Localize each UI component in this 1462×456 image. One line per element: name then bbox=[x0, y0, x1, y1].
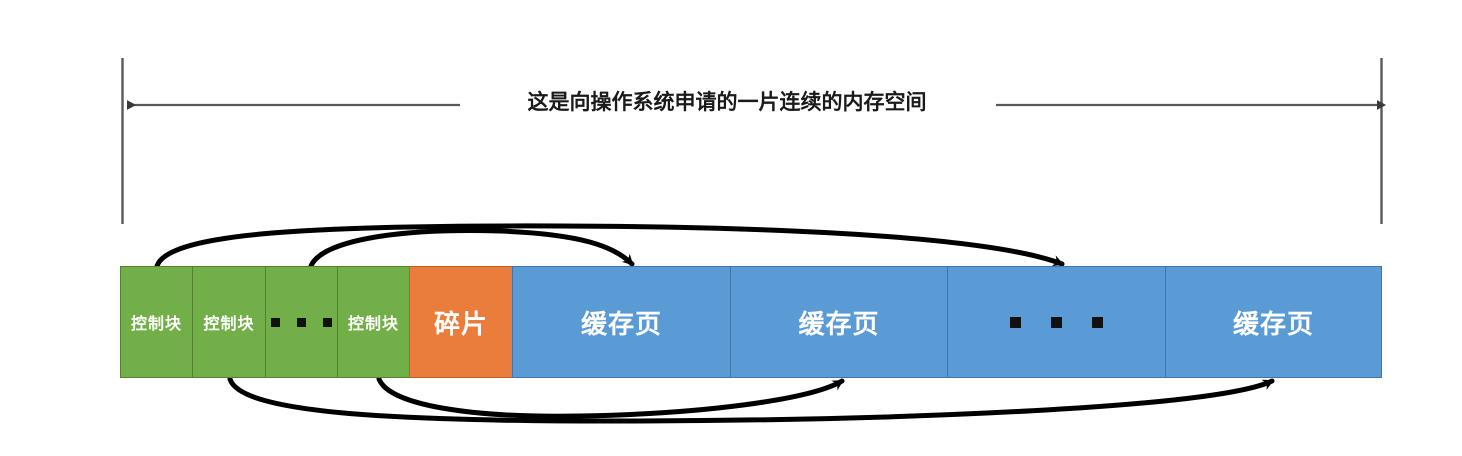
block-control-block-n[interactable]: 控制块 bbox=[337, 266, 410, 378]
link-arrow-above-2 bbox=[308, 228, 635, 269]
block-label: 控制块 bbox=[130, 316, 182, 333]
link-arrow-below-1 bbox=[227, 376, 1275, 424]
block-control-block-2[interactable]: 控制块 bbox=[192, 266, 266, 378]
link-arrows-below bbox=[227, 376, 1275, 424]
block-cache-page-2[interactable]: 缓存页 bbox=[730, 266, 948, 378]
link-arrow-below-2 bbox=[376, 376, 845, 419]
block-label: 缓存页 bbox=[798, 308, 880, 339]
link-arrows-above bbox=[154, 223, 1065, 269]
block-cache-page-n[interactable]: 缓存页 bbox=[1165, 266, 1382, 378]
ellipsis-icon bbox=[1010, 316, 1103, 328]
dimension-caption: 这是向操作系统申请的一片连续的内存空间 bbox=[527, 89, 927, 114]
ellipsis-icon bbox=[271, 317, 332, 327]
block-label: 碎片 bbox=[433, 308, 488, 339]
block-label: 控制块 bbox=[203, 316, 255, 333]
block-control-block-ellipsis[interactable] bbox=[265, 266, 338, 378]
block-fragment[interactable]: 碎片 bbox=[409, 266, 513, 378]
block-label: 缓存页 bbox=[1232, 308, 1314, 339]
link-arrow-above-1 bbox=[154, 223, 1065, 269]
block-label: 控制块 bbox=[347, 316, 399, 333]
dimension-extension-lines bbox=[121, 58, 1383, 224]
block-cache-page-ellipsis[interactable] bbox=[947, 266, 1166, 378]
block-control-block-1[interactable]: 控制块 bbox=[120, 266, 193, 378]
block-cache-page-1[interactable]: 缓存页 bbox=[512, 266, 731, 378]
block-label: 缓存页 bbox=[580, 308, 662, 339]
